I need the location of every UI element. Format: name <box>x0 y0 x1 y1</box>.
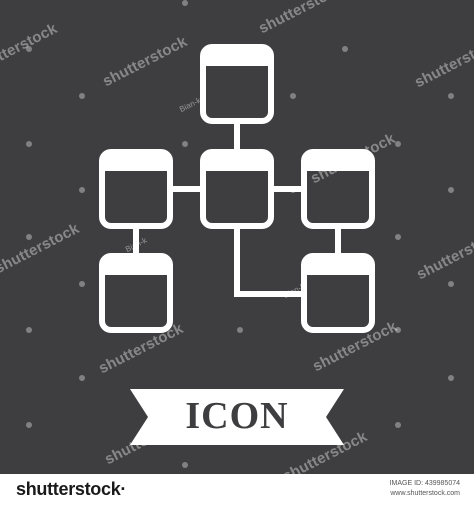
watermark-dots <box>26 0 454 468</box>
footer-image-id: IMAGE ID: 439985074 <box>389 480 460 487</box>
table-box-top <box>200 44 274 124</box>
footer-site-url: www.shutterstock.com <box>390 490 460 497</box>
table-box-center <box>200 149 274 229</box>
table-box-left <box>99 149 173 229</box>
icon-image: shutterstock shutterstock shutterstock s… <box>0 0 474 474</box>
connector-lines <box>133 123 341 297</box>
footer-brand-logo: shutterstock· <box>16 479 127 499</box>
table-box-bottom-left <box>99 253 173 333</box>
diagram-artwork <box>26 0 454 468</box>
ribbon-banner <box>130 389 344 445</box>
table-box-bottom-right <box>301 253 375 333</box>
connector-center-bottomright <box>234 227 302 297</box>
footer: shutterstock· IMAGE ID: 439985074 www.sh… <box>0 474 474 505</box>
table-box-right <box>301 149 375 229</box>
ribbon-label: ICON <box>185 395 289 437</box>
